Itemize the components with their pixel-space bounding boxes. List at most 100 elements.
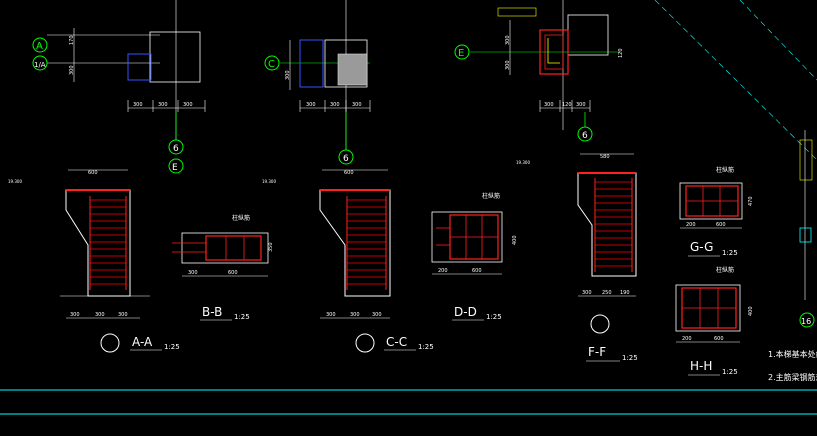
dim-label: 600	[714, 336, 724, 342]
elevation-label: 19.300	[8, 179, 22, 184]
axis-label: 1/A	[34, 61, 46, 69]
axis-bubble-e: E	[454, 44, 470, 60]
section-scale: 1:25	[486, 313, 502, 321]
dim-label: 300	[95, 312, 105, 318]
section-scale: 1:25	[234, 313, 250, 321]
axis-bubble-6-c: 6	[338, 149, 354, 165]
dim-label: 470	[748, 196, 754, 206]
rebar-lines	[595, 181, 632, 267]
filled-column	[337, 53, 368, 86]
column-section	[127, 53, 152, 81]
dim-label: 300	[158, 102, 168, 108]
axis-bubble-16: 16	[799, 312, 815, 328]
axis-bubble-c: C	[264, 55, 280, 71]
dim-label: 600	[344, 170, 354, 176]
section-c-c: 19.300 300 300 300 600 C-C 1:25	[262, 169, 434, 353]
axis-bubble-6-a: 6	[168, 139, 184, 155]
dim-label: 300	[326, 312, 336, 318]
section-scale: 1:25	[164, 343, 180, 351]
section-label: G-G	[690, 240, 713, 254]
section-scale: 1:25	[418, 343, 434, 351]
dim-label: 300	[285, 70, 291, 80]
section-f-f: 19.300 300 250 190 580 F-F 1:25	[516, 153, 638, 362]
dim-label: 600	[716, 222, 726, 228]
section-marker	[100, 333, 120, 353]
dim-label: 300	[118, 312, 128, 318]
section-d-d: 柱纵筋 400 200 600 D-D 1:25	[431, 192, 518, 321]
axis-label: 6	[582, 131, 588, 141]
dim-label: 300	[544, 102, 554, 108]
column-outline	[567, 14, 609, 56]
dim-label: 120	[562, 102, 572, 108]
dim-label: 300	[352, 102, 362, 108]
detail-axis-a: 300 300 300 170 300	[47, 0, 206, 140]
dim-label: 300	[505, 60, 511, 70]
elevation-label: 19.300	[516, 160, 530, 165]
right-edge-column	[799, 130, 813, 300]
detail-axis-c: 300 300 300 300	[280, 0, 371, 150]
section-g-g: 柱纵筋 470 200 600 G-G 1:25	[679, 166, 754, 257]
section-a-a: 19.300 300 300 300 600 A-A 1:25	[8, 169, 180, 353]
section-h-h: 柱纵筋 400 200 600 H-H 1:25	[675, 266, 754, 376]
dim-label: 300	[306, 102, 316, 108]
boundary-dashed-line	[654, 0, 817, 161]
section-marker	[590, 314, 610, 334]
dim-label: 300	[133, 102, 143, 108]
axis-label: 6	[343, 154, 349, 164]
boundary-dashed-line	[739, 0, 817, 81]
dim-label: 250	[602, 290, 612, 296]
elevation-label: 19.300	[262, 179, 276, 184]
axis-bubble-6-e: 6	[577, 126, 593, 142]
dim-label: 300	[188, 270, 198, 276]
note-line-2: 2.主筋梁钢筋规	[768, 372, 817, 382]
dim-label: 350	[268, 242, 274, 252]
dim-label: 400	[512, 235, 518, 245]
dim-label: 300	[330, 102, 340, 108]
section-scale: 1:25	[722, 249, 738, 257]
dim-label: 300	[70, 312, 80, 318]
rebar-cage	[539, 29, 569, 75]
section-scale: 1:25	[722, 368, 738, 376]
dim-label: 300	[505, 35, 511, 45]
dim-label: 200	[438, 268, 448, 274]
dim-label: 170	[69, 35, 75, 45]
dim-label: 580	[600, 154, 610, 160]
axis-bubble-1a: 1/A	[32, 55, 48, 71]
dim-label: 300	[372, 312, 382, 318]
axis-bubble-e-paren: E	[168, 158, 184, 174]
dim-label: 600	[88, 170, 98, 176]
dim-label: 120	[618, 48, 624, 58]
dim-label: 300	[576, 102, 586, 108]
dim-label: 300	[183, 102, 193, 108]
axis-bubble-a: A	[32, 37, 48, 53]
section-scale: 1:25	[622, 354, 638, 362]
dim-label: 300	[350, 312, 360, 318]
rebar-lines	[347, 199, 386, 285]
note-line-1: 1.本梯基本处结构	[768, 349, 817, 359]
bar-label: 柱纵筋	[716, 166, 734, 174]
dim-label: 300	[582, 290, 592, 296]
rebar-lines	[90, 199, 126, 285]
bar-label: 柱纵筋	[482, 192, 500, 200]
bar-label: 柱纵筋	[716, 266, 734, 274]
section-label: B-B	[202, 305, 222, 319]
axis-label: 6	[173, 144, 179, 154]
section-label: F-F	[588, 345, 606, 359]
axis-label: 16	[801, 317, 811, 326]
section-marker	[355, 333, 375, 353]
bar-label: 柱纵筋	[232, 214, 250, 222]
dim-label: 600	[228, 270, 238, 276]
dim-label: 200	[682, 336, 692, 342]
section-b-b: 柱纵筋 350 300 600 B-B 1:25	[172, 214, 274, 321]
axis-label: C	[268, 59, 275, 70]
section-label: H-H	[690, 359, 712, 373]
section-label: C-C	[386, 335, 407, 349]
column-outline	[149, 31, 201, 83]
dim-label: 200	[686, 222, 696, 228]
section-label: A-A	[132, 335, 153, 349]
dim-label: 300	[69, 65, 75, 75]
section-label: D-D	[454, 305, 477, 319]
dim-label: 600	[472, 268, 482, 274]
axis-label: A	[36, 41, 43, 52]
